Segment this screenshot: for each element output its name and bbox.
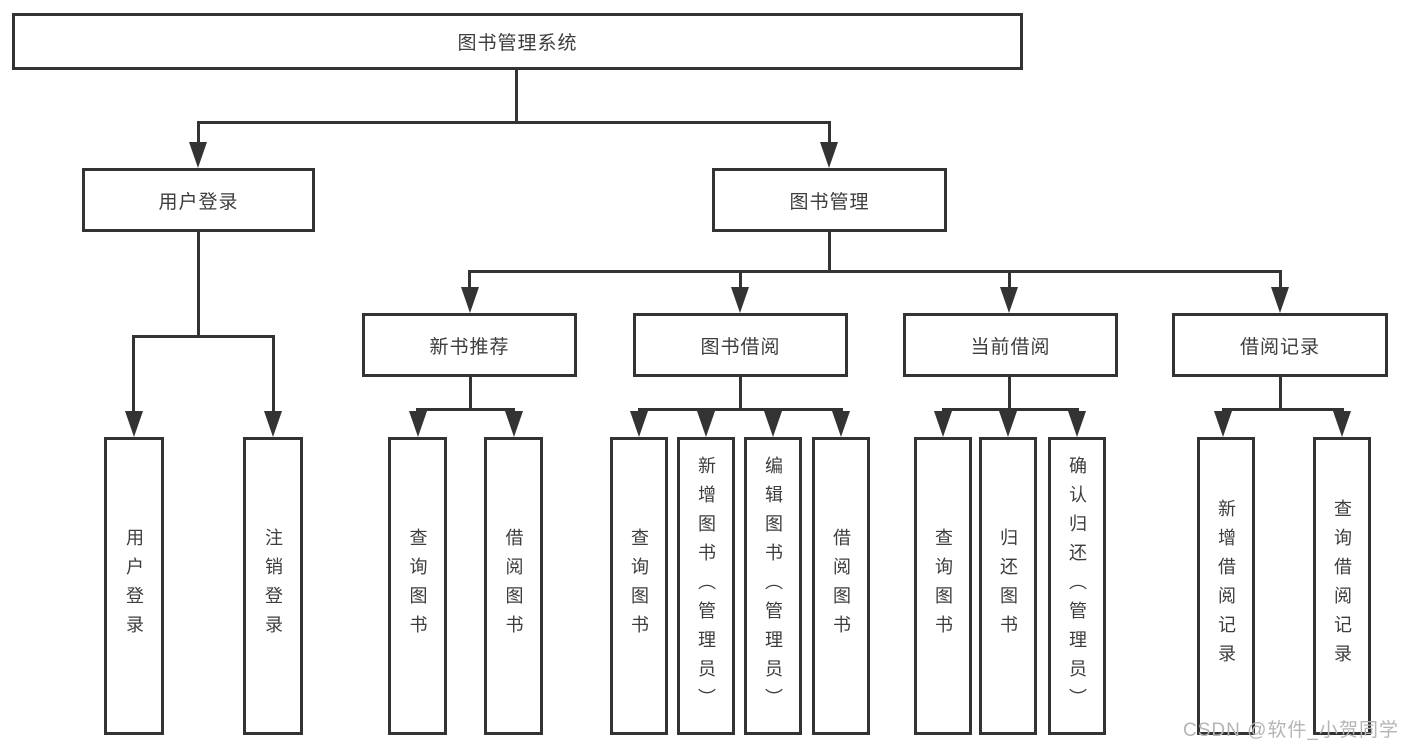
node-current-borrowing: 当前借阅 (903, 313, 1118, 377)
leaf-records-add-record: 新增借阅记录 (1197, 437, 1255, 735)
leaf-label: 编辑图书（管理员） (763, 455, 783, 717)
node-label: 新书推荐 (429, 336, 510, 358)
leaf-label: 新增图书（管理员） (696, 455, 716, 717)
arrow-down-icon (764, 411, 782, 437)
connector-line (1008, 376, 1011, 408)
connector-line (739, 273, 742, 287)
connector-line (1222, 408, 1344, 411)
arrow-down-icon (461, 287, 479, 313)
leaf-label: 用户登录 (124, 528, 144, 644)
node-label: 当前借阅 (970, 336, 1051, 358)
arrow-down-icon (125, 411, 143, 437)
arrow-down-icon (409, 411, 427, 437)
connector-line (828, 232, 831, 270)
connector-line (739, 377, 742, 408)
connector-line (638, 408, 843, 411)
leaf-borrowing-add-books-admin: 新增图书（管理员） (677, 437, 735, 735)
connector-line (132, 335, 275, 338)
connector-line (1008, 273, 1011, 287)
arrow-down-icon (630, 411, 648, 437)
connector-line (468, 270, 1282, 273)
csdn-watermark: CSDN @软件_小贺同学 (1183, 720, 1399, 741)
connector-line (197, 232, 200, 335)
leaf-current-return-books: 归还图书 (979, 437, 1037, 735)
node-borrowing-records: 借阅记录 (1172, 313, 1388, 377)
arrow-down-icon (697, 411, 715, 437)
leaf-label: 查询借阅记录 (1332, 499, 1352, 673)
leaf-borrowing-borrow-books: 借阅图书 (812, 437, 870, 735)
leaf-borrowing-query-books: 查询图书 (610, 437, 668, 735)
connector-line (515, 70, 518, 121)
leaf-records-query-record: 查询借阅记录 (1313, 437, 1371, 735)
connector-line (828, 124, 831, 142)
connector-line (1279, 377, 1282, 408)
connector-line (272, 338, 275, 411)
node-label: 用户登录 (158, 191, 239, 213)
node-user-login: 用户登录 (82, 168, 315, 232)
leaf-recommend-query-books: 查询图书 (388, 437, 447, 735)
connector-line (416, 408, 515, 411)
connector-line (197, 124, 200, 142)
arrow-down-icon (731, 287, 749, 313)
arrow-down-icon (505, 411, 523, 437)
connector-line (469, 377, 472, 408)
connector-line (132, 338, 135, 411)
node-new-book-recommend: 新书推荐 (362, 313, 577, 377)
node-book-management: 图书管理 (712, 168, 947, 232)
arrow-down-icon (1271, 287, 1289, 313)
leaf-label: 新增借阅记录 (1216, 499, 1236, 673)
leaf-current-confirm-return-admin: 确认归还（管理员） (1048, 437, 1106, 735)
leaf-recommend-borrow-books: 借阅图书 (484, 437, 543, 735)
arrow-down-icon (820, 142, 838, 168)
leaf-label: 注销登录 (263, 528, 283, 644)
connector-line (197, 121, 831, 124)
node-label: 图书管理系统 (457, 33, 578, 54)
leaf-borrowing-edit-books-admin: 编辑图书（管理员） (744, 437, 802, 735)
leaf-label: 借阅图书 (503, 528, 524, 644)
node-library-system: 图书管理系统 (12, 13, 1023, 70)
arrow-down-icon (189, 142, 207, 168)
arrow-down-icon (832, 411, 850, 437)
connector-line (942, 408, 1079, 411)
node-label: 图书管理 (789, 191, 870, 213)
leaf-label: 借阅图书 (831, 528, 851, 644)
leaf-current-query-books: 查询图书 (914, 437, 972, 735)
leaf-label: 查询图书 (629, 528, 649, 644)
node-book-borrowing: 图书借阅 (633, 313, 848, 377)
leaf-label: 确认归还（管理员） (1067, 455, 1087, 717)
arrow-down-icon (999, 411, 1017, 437)
arrow-down-icon (1068, 411, 1086, 437)
arrow-down-icon (1000, 287, 1018, 313)
arrow-down-icon (934, 411, 952, 437)
leaf-logout: 注销登录 (243, 437, 303, 735)
arrow-down-icon (1333, 411, 1351, 437)
leaf-label: 查询图书 (933, 528, 953, 644)
arrow-down-icon (264, 411, 282, 437)
connector-line (468, 273, 471, 287)
leaf-label: 归还图书 (998, 528, 1018, 644)
leaf-label: 查询图书 (407, 528, 428, 644)
node-label: 借阅记录 (1239, 336, 1320, 358)
node-label: 图书借阅 (700, 336, 781, 358)
arrow-down-icon (1214, 411, 1232, 437)
connector-line (1279, 273, 1282, 287)
leaf-user-login: 用户登录 (104, 437, 164, 735)
